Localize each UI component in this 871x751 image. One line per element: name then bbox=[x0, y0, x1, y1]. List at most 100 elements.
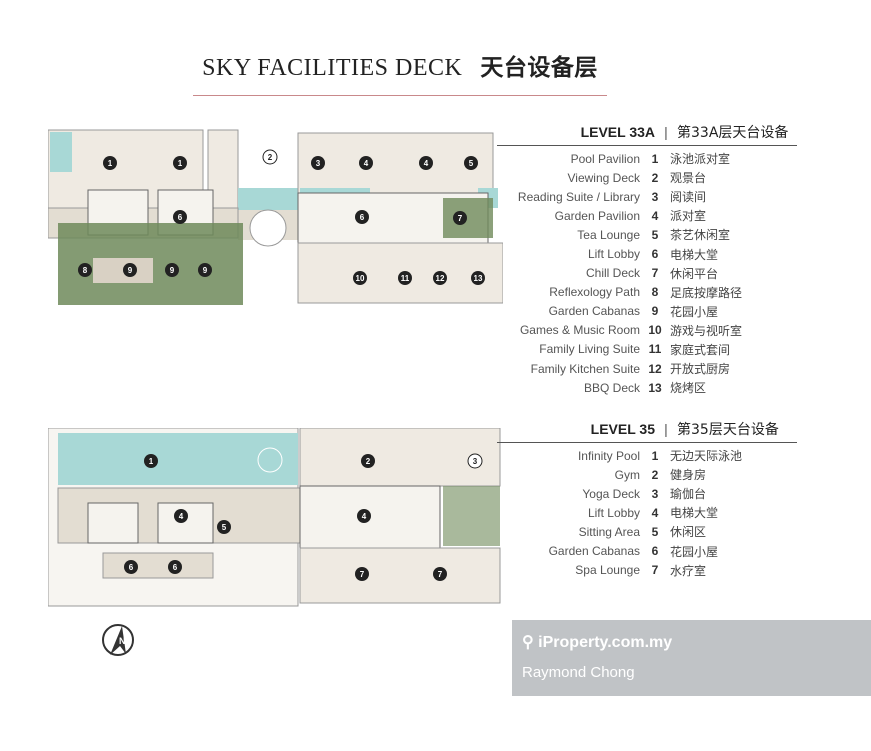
legend-en: Chill Deck bbox=[585, 266, 640, 281]
legend-zh: 阅读间 bbox=[670, 190, 707, 205]
svg-text:9: 9 bbox=[203, 266, 208, 275]
legend-en: Games & Music Room bbox=[519, 323, 640, 338]
watermark-site: ⚲ iProperty.com.my bbox=[522, 634, 673, 651]
svg-text:5: 5 bbox=[469, 159, 474, 168]
legend-n: 6 bbox=[651, 247, 659, 262]
legend-zh: 观景台 bbox=[670, 171, 707, 186]
legend-en: Pool Pavilion bbox=[570, 151, 640, 166]
legend-zh: 足底按摩路径 bbox=[670, 285, 743, 300]
legend-en: Family Living Suite bbox=[539, 342, 640, 357]
legend-zh: 无边天际泳池 bbox=[670, 449, 743, 464]
legend-en: Garden Pavilion bbox=[554, 208, 640, 223]
svg-text:4: 4 bbox=[179, 512, 184, 521]
legend-item: Garden Cabanas 6 花园小屋 bbox=[497, 541, 797, 560]
legend-item: Infinity Pool 1 无边天际泳池 bbox=[497, 446, 797, 465]
legend-en: Lift Lobby bbox=[587, 247, 640, 262]
legend-n: 10 bbox=[648, 323, 662, 338]
legend-en: Infinity Pool bbox=[577, 448, 640, 463]
svg-text:10: 10 bbox=[356, 274, 365, 283]
legend-n: 4 bbox=[651, 505, 659, 520]
svg-text:3: 3 bbox=[316, 159, 321, 168]
legend-en: Viewing Deck bbox=[567, 170, 640, 185]
svg-text:7: 7 bbox=[438, 570, 443, 579]
compass-label: N bbox=[119, 636, 126, 646]
legend-item: Lift Lobby 6 电梯大堂 bbox=[497, 244, 797, 263]
legend-zh: 游戏与视听室 bbox=[670, 323, 743, 338]
legend-zh: 家庭式套间 bbox=[670, 342, 731, 357]
legend-n: 2 bbox=[651, 467, 659, 482]
level-35-heading: LEVEL 35|第35层天台设备 bbox=[497, 419, 797, 443]
legend-en: Reflexology Path bbox=[549, 285, 640, 300]
legend-item: Reflexology Path 8 足底按摩路径 bbox=[497, 283, 797, 302]
legend-zh: 健身房 bbox=[670, 468, 707, 483]
legend-n: 7 bbox=[651, 563, 659, 578]
legend-n: 6 bbox=[651, 544, 659, 559]
level-33a-heading: LEVEL 33A|第33A层天台设备 bbox=[497, 122, 797, 146]
legend-en: Reading Suite / Library bbox=[517, 189, 640, 204]
legend-en: Tea Lounge bbox=[577, 227, 640, 242]
legend-zh: 烧烤区 bbox=[670, 381, 707, 396]
legend-en: Lift Lobby bbox=[587, 505, 640, 520]
title-zh: 天台设备层 bbox=[480, 55, 598, 81]
legend-item: BBQ Deck 13 烧烤区 bbox=[497, 378, 797, 397]
legend-n: 3 bbox=[651, 189, 659, 204]
legend-n: 1 bbox=[651, 151, 659, 166]
svg-text:8: 8 bbox=[83, 266, 88, 275]
north-compass-icon: N bbox=[102, 624, 134, 656]
legend-zh: 休闲平台 bbox=[670, 266, 719, 281]
svg-text:7: 7 bbox=[458, 214, 463, 223]
legend-en: Sitting Area bbox=[578, 524, 640, 539]
legend-en: Garden Cabanas bbox=[548, 304, 640, 319]
svg-text:3: 3 bbox=[473, 457, 478, 466]
svg-text:1: 1 bbox=[149, 457, 154, 466]
legend-zh: 泳池派对室 bbox=[670, 152, 731, 167]
legend-n: 1 bbox=[651, 448, 659, 463]
legend-n: 8 bbox=[651, 285, 659, 300]
legend-n: 7 bbox=[651, 266, 659, 281]
legend-zh: 派对室 bbox=[670, 209, 707, 224]
legend-n: 13 bbox=[648, 380, 662, 395]
legend-zh: 瑜伽台 bbox=[670, 487, 707, 502]
legend-item: Games & Music Room 10 游戏与视听室 bbox=[497, 321, 797, 340]
legend-zh: 休闲区 bbox=[670, 525, 707, 540]
legend-zh: 电梯大堂 bbox=[670, 247, 719, 262]
title-divider bbox=[193, 95, 607, 96]
legend-en: BBQ Deck bbox=[583, 380, 640, 395]
svg-text:13: 13 bbox=[474, 274, 483, 283]
svg-text:1: 1 bbox=[178, 159, 183, 168]
svg-text:11: 11 bbox=[401, 274, 410, 283]
legend-item: Lift Lobby 4 电梯大堂 bbox=[497, 503, 797, 522]
svg-text:1: 1 bbox=[108, 159, 113, 168]
svg-text:6: 6 bbox=[173, 563, 178, 572]
svg-text:6: 6 bbox=[360, 213, 365, 222]
legend-zh: 电梯大堂 bbox=[670, 506, 719, 521]
legend-item: Pool Pavilion 1 泳池派对室 bbox=[497, 149, 797, 168]
legend-item: Gym 2 健身房 bbox=[497, 465, 797, 484]
legend-zh: 花园小屋 bbox=[670, 544, 719, 559]
svg-text:2: 2 bbox=[268, 153, 273, 162]
legend-en: Gym bbox=[614, 467, 640, 482]
legend-zh: 花园小屋 bbox=[670, 304, 719, 319]
legend-n: 5 bbox=[651, 524, 659, 539]
svg-text:7: 7 bbox=[360, 570, 365, 579]
legend-en: Garden Cabanas bbox=[548, 544, 640, 559]
legend-en: Yoga Deck bbox=[582, 486, 640, 501]
legend-n: 5 bbox=[651, 227, 659, 242]
svg-text:6: 6 bbox=[129, 563, 134, 572]
watermark-band bbox=[512, 620, 871, 696]
svg-text:4: 4 bbox=[362, 512, 367, 521]
svg-text:6: 6 bbox=[178, 213, 183, 222]
legend-item: Chill Deck 7 休闲平台 bbox=[497, 264, 797, 283]
